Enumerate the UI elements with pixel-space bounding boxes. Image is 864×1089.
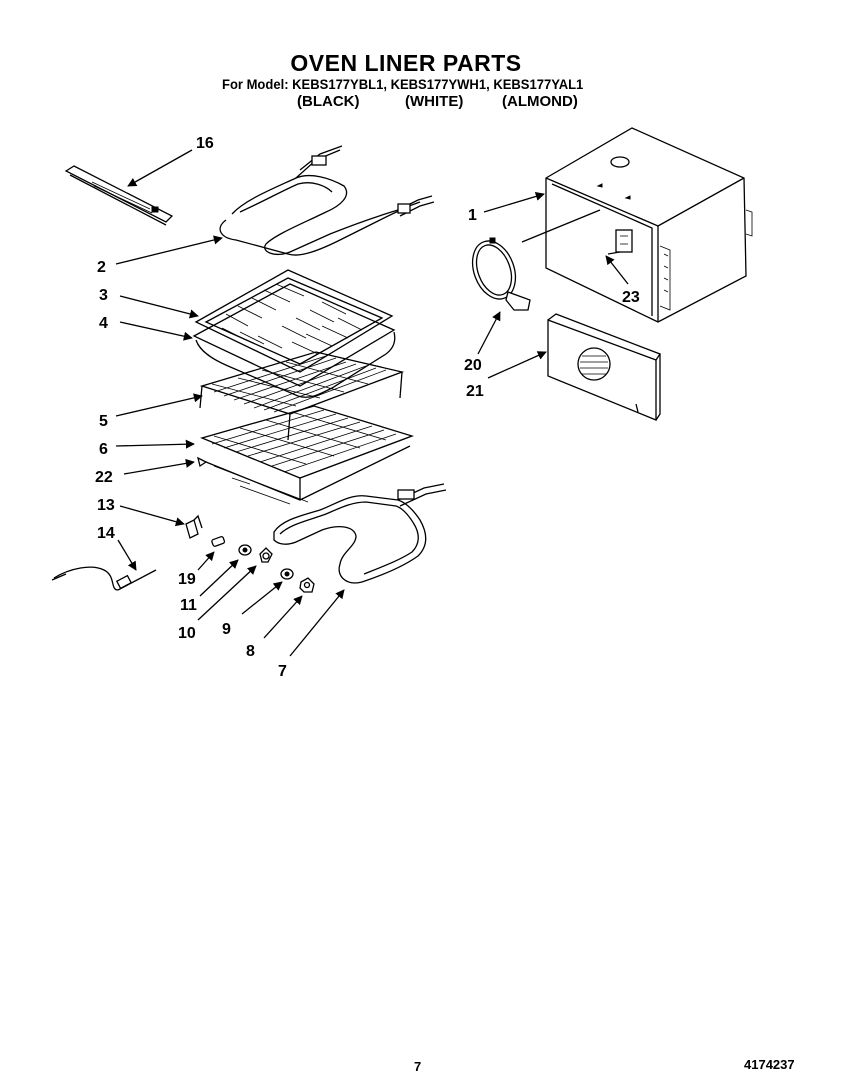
callout-11: 11: [180, 597, 197, 614]
callout-labels: 16 2 3 4 5 6 22 13 14 19 11 10 9 8 7 1 2…: [95, 135, 640, 680]
part-6-oven-rack: [200, 405, 415, 505]
part-1-oven-liner: [545, 127, 753, 323]
callout-7: 7: [278, 663, 287, 680]
part-4-broiler-pan: [192, 283, 396, 398]
leader-lines: [115, 149, 629, 657]
callout-21: 21: [466, 383, 484, 400]
part-19-bushing: [211, 536, 226, 547]
callout-6: 6: [99, 441, 108, 458]
callout-3: 3: [99, 287, 108, 304]
callout-8: 8: [246, 643, 255, 660]
callout-13: 13: [97, 497, 115, 514]
page-number: 7: [414, 1059, 422, 1074]
callout-5: 5: [99, 413, 108, 430]
part-11-washer: [238, 544, 252, 556]
callout-16: 16: [196, 135, 214, 152]
color-black: (BLACK): [297, 93, 360, 110]
part-9-washer: [280, 568, 294, 580]
part-10-bracket: [259, 547, 273, 563]
callout-4: 4: [99, 315, 108, 332]
callout-1: 1: [468, 207, 477, 224]
callout-19: 19: [178, 571, 196, 588]
color-white: (WHITE): [405, 93, 464, 110]
callout-20: 20: [464, 357, 482, 374]
part-21-fan-cover: [547, 313, 661, 421]
part-20-fan-ring: [471, 237, 531, 311]
part-7-bake-element: [273, 483, 447, 584]
part-14-temperature-sensor: [51, 566, 157, 591]
callout-23: 23: [622, 289, 640, 306]
part-22-rack-stop: [197, 456, 208, 468]
part-2-broil-element: [219, 145, 435, 256]
callout-9: 9: [222, 621, 231, 638]
color-almond: (ALMOND): [502, 93, 578, 110]
part-3-broiler-grid: [194, 269, 394, 373]
part-13-clip: [185, 514, 203, 539]
part-16-bracket: [64, 165, 174, 226]
callout-10: 10: [178, 625, 196, 642]
callout-14: 14: [97, 525, 115, 542]
callout-2: 2: [97, 259, 106, 276]
document-number: 4174237: [744, 1057, 795, 1072]
part-8-nut: [299, 577, 315, 593]
callout-22: 22: [95, 469, 113, 486]
model-list: For Model: KEBS177YBL1, KEBS177YWH1, KEB…: [222, 76, 584, 92]
page-title: OVEN LINER PARTS: [290, 50, 522, 76]
